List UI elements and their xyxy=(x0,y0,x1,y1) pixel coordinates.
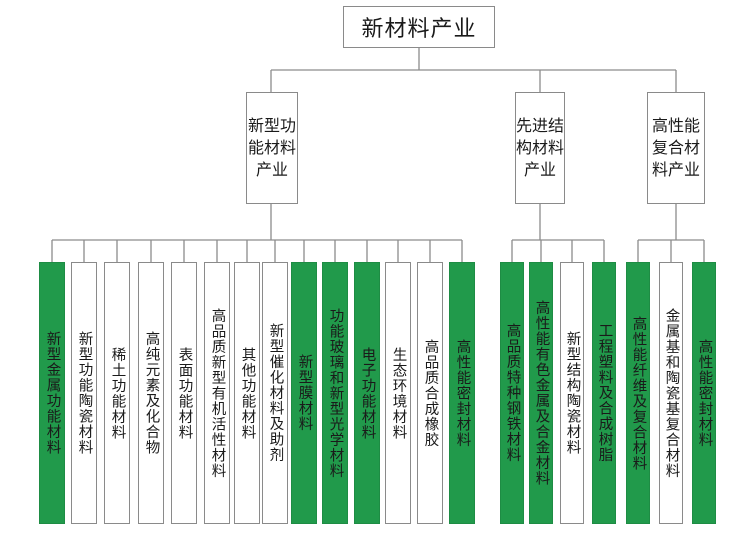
category-node-3-label: 高性能复合材料产业 xyxy=(651,116,700,179)
leaf-node: 高性能纤维及复合材料 xyxy=(626,262,650,524)
leaf-node-label: 新型结构陶瓷材料 xyxy=(564,331,581,455)
leaf-node-label: 金属基和陶瓷基复合材料 xyxy=(663,307,680,479)
leaf-node-label: 新型金属功能材料 xyxy=(44,331,61,455)
leaf-node-label: 新型催化材料及助剂 xyxy=(267,323,284,463)
leaf-node-label: 高品质新型有机活性材料 xyxy=(209,307,226,479)
leaf-node: 新型结构陶瓷材料 xyxy=(560,262,584,524)
leaf-node-label: 稀土功能材料 xyxy=(109,346,126,440)
leaf-node: 高品质特种钢铁材料 xyxy=(500,262,524,524)
leaf-node-label: 表面功能材料 xyxy=(176,346,193,440)
leaf-node-label: 高品质合成橡胶 xyxy=(422,338,439,448)
category-node-1-label: 新型功能材料产业 xyxy=(247,116,296,179)
category-node-3: 高性能复合材料产业 xyxy=(647,92,705,204)
leaf-node: 新型功能陶瓷材料 xyxy=(71,262,97,524)
leaf-node: 新型催化材料及助剂 xyxy=(262,262,288,524)
leaf-node: 高纯元素及化合物 xyxy=(138,262,164,524)
category-node-2-label: 先进结构材料产业 xyxy=(516,116,565,179)
leaf-node: 高品质新型有机活性材料 xyxy=(204,262,230,524)
leaf-node: 金属基和陶瓷基复合材料 xyxy=(659,262,683,524)
leaf-node-label: 高性能有色金属及合金材料 xyxy=(533,300,550,486)
category-node-1: 新型功能材料产业 xyxy=(246,92,298,204)
leaf-node: 功能玻璃和新型光学材料 xyxy=(322,262,348,524)
leaf-node-label: 高纯元素及化合物 xyxy=(143,331,160,455)
leaf-node: 高性能密封材料 xyxy=(692,262,716,524)
leaf-node-label: 新型功能陶瓷材料 xyxy=(76,331,93,455)
leaf-node: 高品质合成橡胶 xyxy=(417,262,443,524)
root-node-label: 新材料产业 xyxy=(361,17,477,42)
leaf-node-label: 高性能密封材料 xyxy=(696,338,713,448)
leaf-node-label: 其他功能材料 xyxy=(239,346,256,440)
root-node: 新材料产业 xyxy=(343,6,495,48)
leaf-node-label: 高品质特种钢铁材料 xyxy=(504,323,521,463)
leaf-node: 高性能密封材料 xyxy=(449,262,475,524)
leaf-node: 其他功能材料 xyxy=(234,262,260,524)
leaf-node: 稀土功能材料 xyxy=(104,262,130,524)
leaf-node: 高性能有色金属及合金材料 xyxy=(529,262,553,524)
leaf-node: 生态环境材料 xyxy=(385,262,411,524)
leaf-node: 新型金属功能材料 xyxy=(39,262,65,524)
leaf-node: 工程塑料及合成树脂 xyxy=(592,262,616,524)
leaf-node-label: 生态环境材料 xyxy=(390,346,407,440)
leaf-node-label: 工程塑料及合成树脂 xyxy=(596,323,613,463)
leaf-node-label: 功能玻璃和新型光学材料 xyxy=(327,307,344,479)
leaf-node-label: 电子功能材料 xyxy=(359,346,376,440)
leaf-node-label: 高性能密封材料 xyxy=(454,338,471,448)
leaf-node: 新型膜材料 xyxy=(291,262,317,524)
leaf-node-label: 新型膜材料 xyxy=(296,354,313,432)
category-node-2: 先进结构材料产业 xyxy=(515,92,565,204)
leaf-node-label: 高性能纤维及复合材料 xyxy=(630,315,647,471)
leaf-node: 电子功能材料 xyxy=(354,262,380,524)
leaf-node: 表面功能材料 xyxy=(171,262,197,524)
